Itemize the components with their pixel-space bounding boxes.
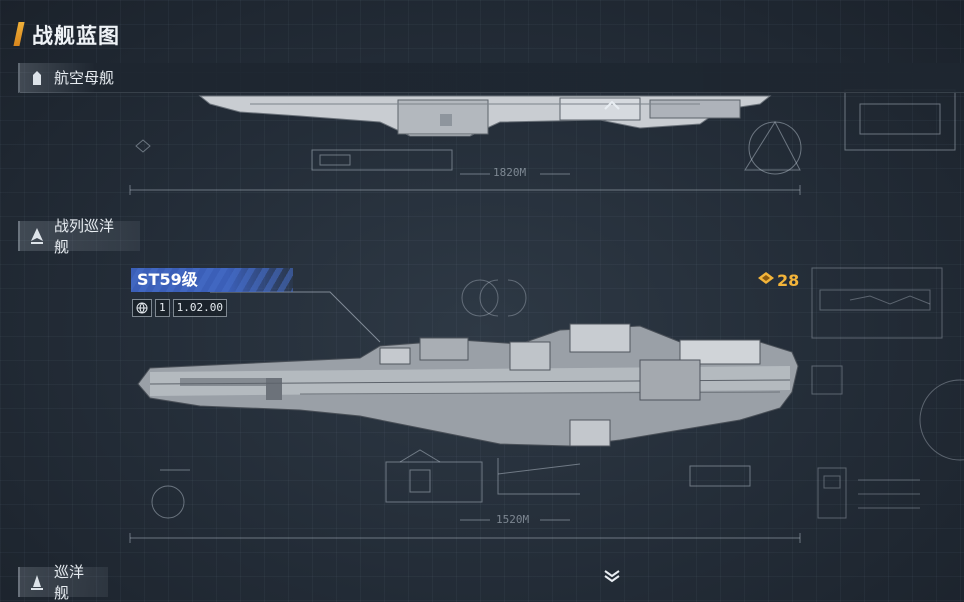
section-carrier-label: 航空母舰	[54, 69, 115, 87]
scroll-up-icon[interactable]	[603, 96, 621, 115]
ship-name: ST59级	[137, 270, 198, 289]
version-index: 1	[155, 299, 170, 317]
section-carrier[interactable]: 航空母舰	[18, 63, 964, 93]
section-cruiser[interactable]: 巡洋舰	[18, 563, 108, 602]
ship-name-tag[interactable]: ST59级	[131, 268, 293, 292]
globe-icon	[132, 299, 152, 317]
ship-version-box: 1 1.02.00	[132, 299, 227, 317]
scroll-down-icon[interactable]	[603, 568, 621, 587]
section-cruiser-label: 巡洋舰	[54, 563, 85, 602]
cost-value: 28	[777, 270, 800, 290]
section-battlecruiser-label: 战列巡洋舰	[54, 217, 115, 256]
battlecruiser-icon	[28, 227, 46, 245]
title-bar: 战舰蓝图	[0, 0, 964, 62]
length-label-bottom: 1520M	[496, 513, 530, 526]
carrier-ship-image	[198, 95, 772, 137]
cruiser-icon	[28, 573, 46, 591]
page-title: 战舰蓝图	[32, 24, 120, 48]
bottom-blueprint-lines	[129, 449, 801, 543]
title-accent	[13, 22, 25, 46]
middle-blueprint-lines	[461, 267, 964, 519]
battlecruiser-ship-image	[137, 323, 799, 447]
ship-cost: 28	[757, 270, 799, 290]
length-label-top: 1820M	[493, 166, 527, 179]
section-battlecruiser[interactable]: 战列巡洋舰	[18, 217, 140, 256]
cost-icon	[757, 270, 775, 290]
carrier-icon	[28, 69, 46, 87]
version-number: 1.02.00	[172, 299, 227, 317]
